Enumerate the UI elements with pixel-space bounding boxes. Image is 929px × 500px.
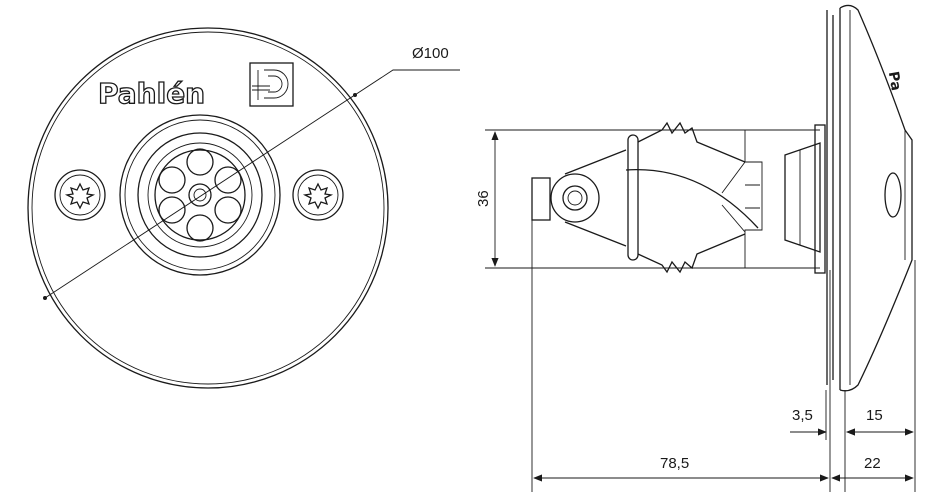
height-dimension: 36 xyxy=(475,131,499,267)
svg-text:Pa: Pa xyxy=(885,70,904,92)
screw-left xyxy=(54,169,106,221)
front-depth-dimension: 22 xyxy=(831,455,914,482)
diameter-dimension: Ø100 xyxy=(43,45,460,300)
overall-depth-dimension: 78,5 xyxy=(533,455,829,482)
height-label: 36 xyxy=(475,190,492,207)
logo-text: Pahlén xyxy=(98,77,205,110)
overall-depth-label: 78,5 xyxy=(660,455,689,472)
screw-right xyxy=(292,169,344,221)
dome-depth-dimension: 15 xyxy=(846,407,914,436)
logo: Pahlén xyxy=(97,62,294,111)
dome-depth-label: 15 xyxy=(866,407,883,424)
front-depth-label: 22 xyxy=(864,455,881,472)
housing: Pa xyxy=(784,4,913,392)
flange-thickness-dimension: 3,5 xyxy=(790,407,860,436)
flange-thickness-label: 3,5 xyxy=(792,407,813,424)
hub xyxy=(119,114,281,276)
diameter-label: Ø100 xyxy=(412,45,449,62)
front-view: Pahlén xyxy=(27,27,460,389)
clip-body xyxy=(531,121,763,274)
side-view: Pa 36 3,5 15 78,5 22 xyxy=(475,4,916,492)
